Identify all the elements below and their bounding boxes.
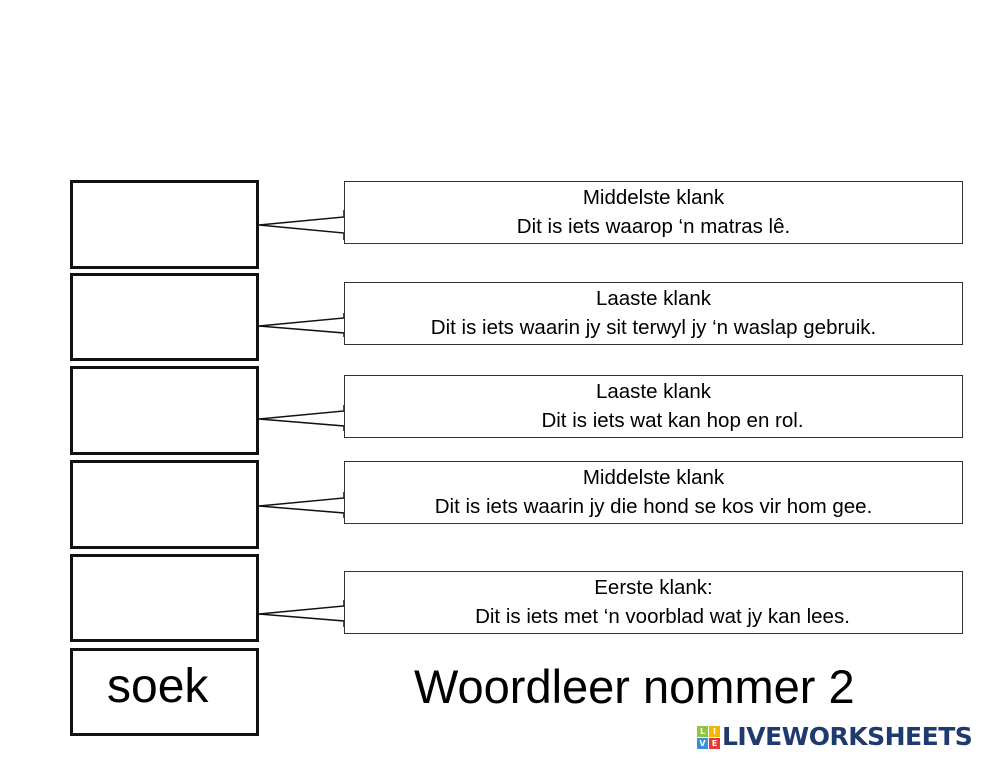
clue-callout-2: Laaste klank Dit is iets waarin jy sit t… [344,282,963,345]
answer-input-2[interactable] [73,276,256,358]
clue-callout-1: Middelste klank Dit is iets waarop ‘n ma… [344,181,963,244]
clue-text: Dit is iets waarop ‘n matras lê. [516,215,791,238]
logo-letter-l: L [697,725,708,737]
clue-callout-4: Middelste klank Dit is iets waarin jy di… [344,461,963,524]
answer-input-3[interactable] [73,369,256,452]
clue-heading: Eerste klank: [594,576,713,599]
clue-text: Dit is iets waarin jy sit terwyl jy ‘n w… [430,316,877,339]
worksheet-title: Woordleer nommer 2 [414,660,855,713]
logo-letter-e: E [709,737,720,749]
clue-heading: Laaste klank [595,380,712,403]
clue-text: Dit is iets wat kan hop en rol. [541,409,804,432]
target-word: soek [107,660,209,713]
live-blocks-icon: L I V E [697,725,720,749]
answer-box-1[interactable] [70,180,259,269]
answer-box-3[interactable] [70,366,259,455]
clue-heading: Middelste klank [582,466,725,489]
clue-heading: Middelste klank [582,186,725,209]
logo-letter-v: V [697,737,708,749]
clue-text: Dit is iets met ‘n voorblad wat jy kan l… [475,605,850,628]
answer-input-4[interactable] [73,463,256,546]
logo-text: LIVEWORKSHEETS [722,722,973,751]
clue-callout-5: Eerste klank: Dit is iets met ‘n voorbla… [344,571,963,634]
answer-input-1[interactable] [73,183,256,266]
clue-text: Dit is iets waarin jy die hond se kos vi… [434,495,873,518]
answer-input-5[interactable] [73,557,256,639]
answer-box-4[interactable] [70,460,259,549]
clue-heading: Laaste klank [595,287,712,310]
answer-box-2[interactable] [70,273,259,361]
liveworksheets-logo[interactable]: L I V E LIVEWORKSHEETS [697,722,973,751]
clue-callout-3: Laaste klank Dit is iets wat kan hop en … [344,375,963,438]
answer-box-5[interactable] [70,554,259,642]
logo-letter-i: I [709,725,720,737]
target-word-box: soek [70,648,259,736]
